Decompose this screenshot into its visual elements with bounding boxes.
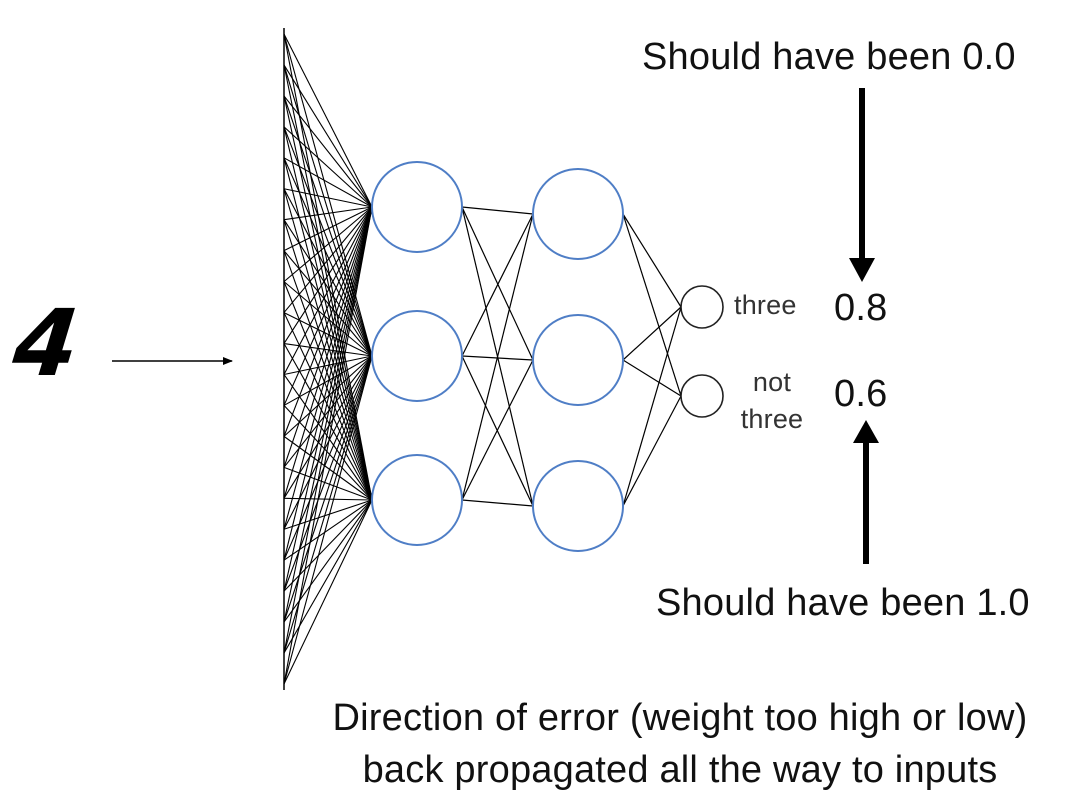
input-edge-4-1 (283, 157, 373, 357)
input-edge-11-2 (283, 374, 373, 501)
input-edge-20-0 (283, 206, 373, 654)
output-label-not-three-line1: not (752, 367, 792, 397)
input-edge-3-1 (283, 126, 373, 357)
input-edge-17-2 (283, 499, 373, 561)
input-edge-16-2 (283, 499, 373, 530)
input-edge-14-2 (283, 466, 373, 501)
output-edge-0-1 (622, 213, 682, 397)
input-edge-5-1 (283, 188, 373, 357)
input-edge-4-2 (283, 157, 373, 501)
input-edge-5-0 (283, 188, 373, 208)
input-edge-5-2 (283, 188, 373, 501)
input-edge-10-0 (283, 206, 373, 344)
input-edge-1-1 (283, 64, 373, 357)
input-edge-8-0 (283, 206, 373, 283)
input-edge-1-0 (283, 64, 373, 208)
hidden2-node-3 (532, 460, 624, 552)
input-edge-15-0 (283, 206, 373, 499)
input-edge-4-0 (283, 157, 373, 208)
input-edge-14-0 (283, 206, 373, 468)
input-edge-6-1 (283, 219, 373, 357)
input-edge-17-0 (283, 206, 373, 561)
hidden1-node-2 (371, 310, 463, 402)
input-edge-2-1 (283, 95, 373, 357)
input-edge-13-2 (283, 435, 373, 501)
input-edge-7-0 (283, 206, 373, 252)
output-label-three: three (734, 290, 797, 320)
output-label-not-three: not three (728, 364, 816, 438)
hidden2-node-1 (532, 168, 624, 260)
caption: Direction of error (weight too high or l… (280, 692, 1080, 796)
input-edge-18-0 (283, 206, 373, 592)
input-edge-11-0 (283, 206, 373, 375)
hidden1-node-1 (371, 161, 463, 253)
bottom-error-note: Should have been 1.0 (656, 582, 1030, 624)
top-error-note: Should have been 0.0 (642, 36, 1016, 78)
input-edge-2-0 (283, 95, 373, 208)
input-edge-21-0 (283, 206, 373, 685)
output-edge-1-1 (622, 359, 682, 397)
hidden-edge-2-0 (461, 213, 534, 501)
caption-line-2: back propagated all the way to inputs (362, 749, 998, 791)
bottom-error-arrow-head (853, 420, 879, 443)
input-edge-12-0 (283, 206, 373, 406)
input-edge-21-2 (283, 499, 373, 685)
input-edge-15-2 (283, 497, 373, 501)
input-edge-8-2 (283, 281, 373, 501)
output-edge-2-1 (622, 395, 682, 507)
input-edge-7-2 (283, 250, 373, 501)
input-edge-19-0 (283, 206, 373, 623)
input-edge-7-1 (283, 250, 373, 357)
hidden1-node-3 (371, 454, 463, 546)
top-error-arrow-head (849, 258, 875, 282)
output-edge-0-0 (622, 213, 682, 308)
input-digit: 4 (8, 290, 84, 397)
output-edge-1-0 (622, 306, 682, 361)
output-value-three: 0.8 (834, 287, 888, 329)
input-edge-12-2 (283, 405, 373, 501)
hidden-edge-0-1 (461, 206, 534, 361)
input-edge-13-0 (283, 206, 373, 437)
input-edge-21-1 (283, 355, 373, 685)
input-edge-1-2 (283, 64, 373, 501)
input-edge-20-2 (283, 499, 373, 654)
hidden2-node-2 (532, 314, 624, 406)
hidden-edge-2-2 (461, 499, 534, 507)
output-edge-2-0 (622, 306, 682, 507)
input-edge-10-2 (283, 343, 373, 501)
output-node-three (680, 285, 724, 329)
input-edge-0-0 (283, 33, 373, 208)
output-node-not-three (680, 374, 724, 418)
input-edge-2-2 (283, 95, 373, 501)
input-edge-3-0 (283, 126, 373, 208)
input-edge-9-0 (283, 206, 373, 313)
output-label-not-three-line2: three (740, 404, 804, 434)
input-edge-6-0 (283, 206, 373, 221)
hidden-edge-1-0 (461, 213, 534, 357)
output-value-not-three: 0.6 (834, 373, 888, 415)
hidden-edge-2-1 (461, 359, 534, 501)
hidden-edge-0-0 (461, 206, 534, 215)
input-edge-8-1 (283, 281, 373, 357)
input-edge-9-2 (283, 312, 373, 501)
input-edge-16-0 (283, 206, 373, 530)
input-edge-3-2 (283, 126, 373, 501)
caption-line-1: Direction of error (weight too high or l… (332, 697, 1028, 739)
input-edge-6-2 (283, 219, 373, 501)
